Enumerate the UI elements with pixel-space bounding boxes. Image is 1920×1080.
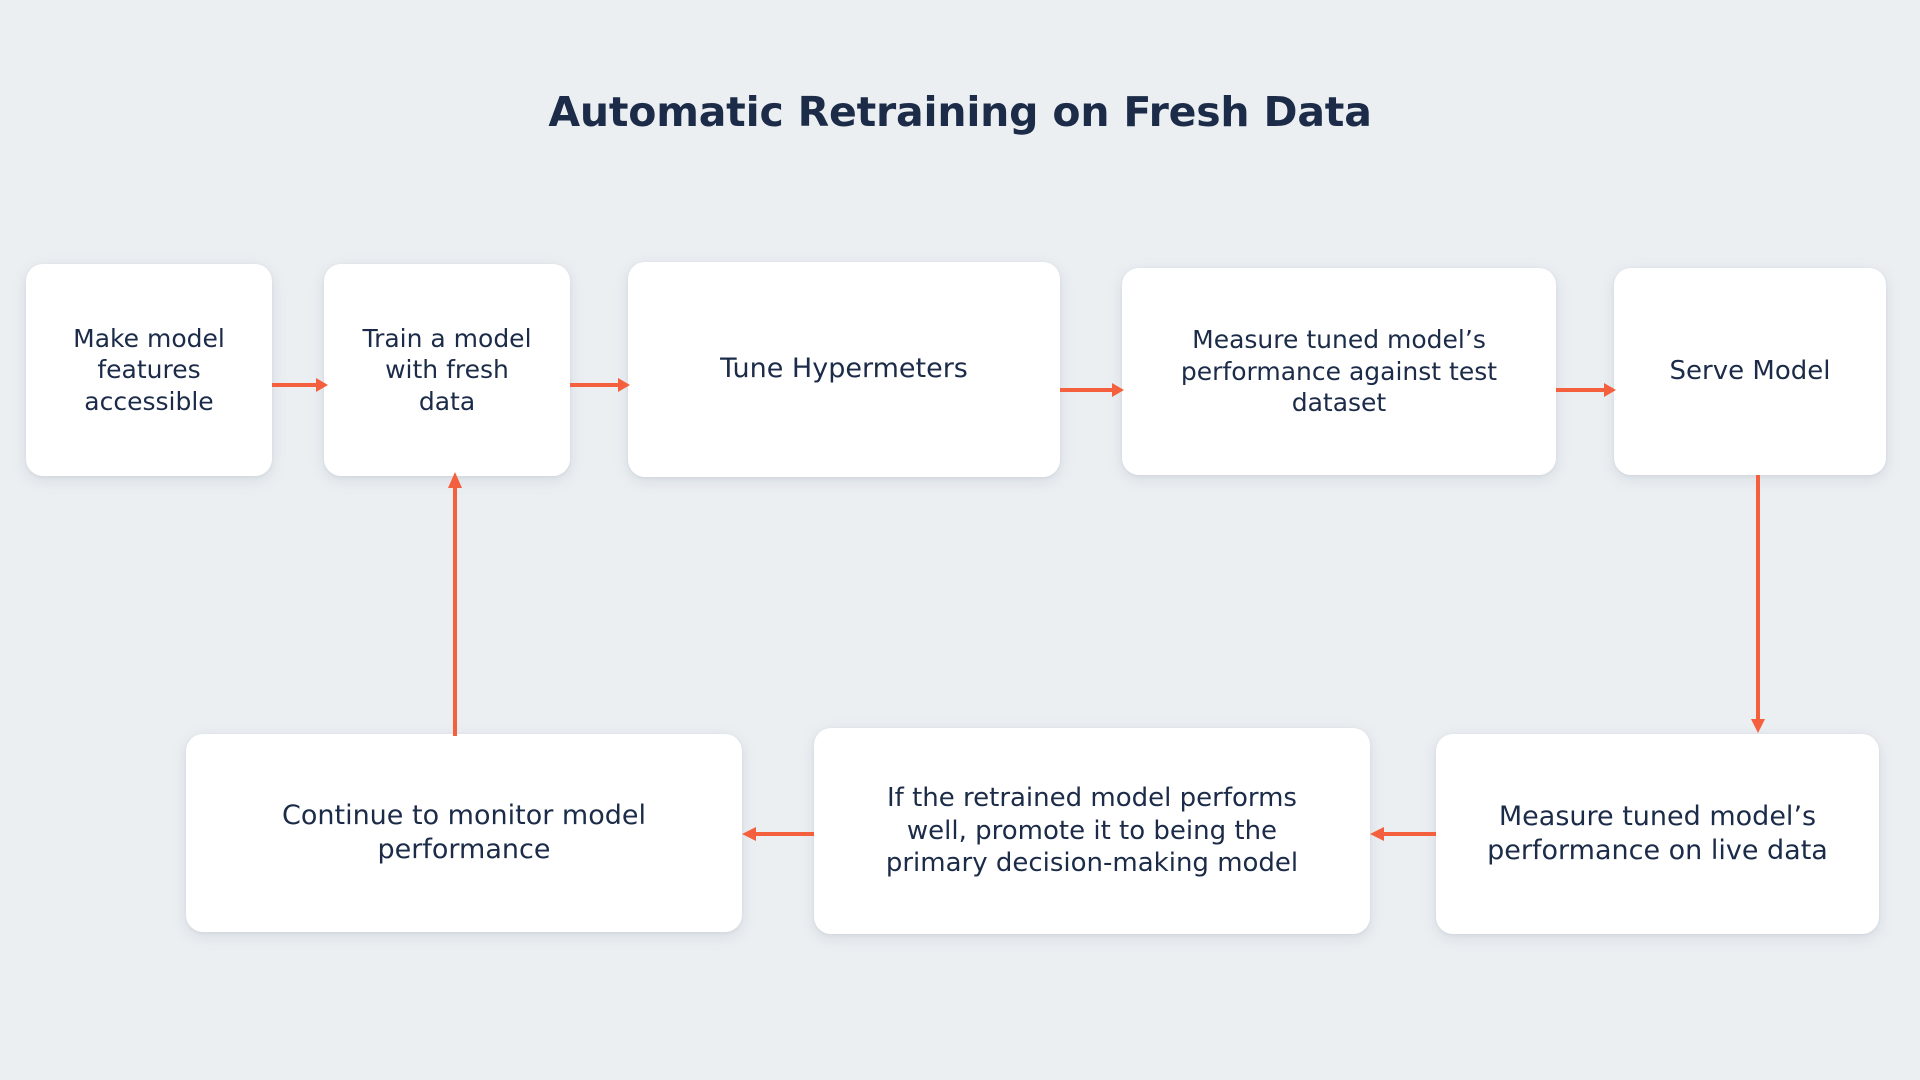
node-measure-live-data[interactable]: Measure tuned model’s performance on liv… [1436, 734, 1879, 934]
node-continue-monitor[interactable]: Continue to monitor model performance [186, 734, 742, 932]
node-promote-model[interactable]: If the retrained model performs well, pr… [814, 728, 1370, 934]
arrow-tune-hypermeters-to-measure-test-dataset [1060, 379, 1124, 401]
node-train-model[interactable]: Train a model with fresh data [324, 264, 570, 476]
node-measure-test-dataset[interactable]: Measure tuned model’s performance agains… [1122, 268, 1556, 475]
node-serve-model-label: Serve Model [1669, 356, 1831, 387]
node-measure-test-dataset-label: Measure tuned model’s performance agains… [1180, 325, 1498, 418]
arrow-promote-model-to-continue-monitor [742, 823, 814, 845]
node-tune-hypermeters-label: Tune Hypermeters [720, 353, 968, 385]
arrow-serve-model-to-measure-live-data [1747, 475, 1769, 733]
arrow-train-model-to-tune-hypermeters [570, 374, 630, 396]
arrow-make-features-to-train-model [272, 374, 328, 396]
page-title: Automatic Retraining on Fresh Data [548, 88, 1372, 136]
node-promote-model-label: If the retrained model performs well, pr… [885, 782, 1299, 879]
node-make-features[interactable]: Make model features accessible [26, 264, 272, 476]
node-tune-hypermeters[interactable]: Tune Hypermeters [628, 262, 1060, 477]
node-continue-monitor-label: Continue to monitor model performance [282, 799, 646, 865]
arrow-continue-monitor-to-train-model [444, 472, 466, 736]
arrow-measure-live-data-to-promote-model [1370, 823, 1436, 845]
node-serve-model[interactable]: Serve Model [1614, 268, 1886, 475]
node-make-features-label: Make model features accessible [73, 323, 225, 416]
arrow-measure-test-dataset-to-serve-model [1556, 379, 1616, 401]
node-measure-live-data-label: Measure tuned model’s performance on liv… [1487, 800, 1828, 866]
node-train-model-label: Train a model with fresh data [362, 323, 532, 416]
